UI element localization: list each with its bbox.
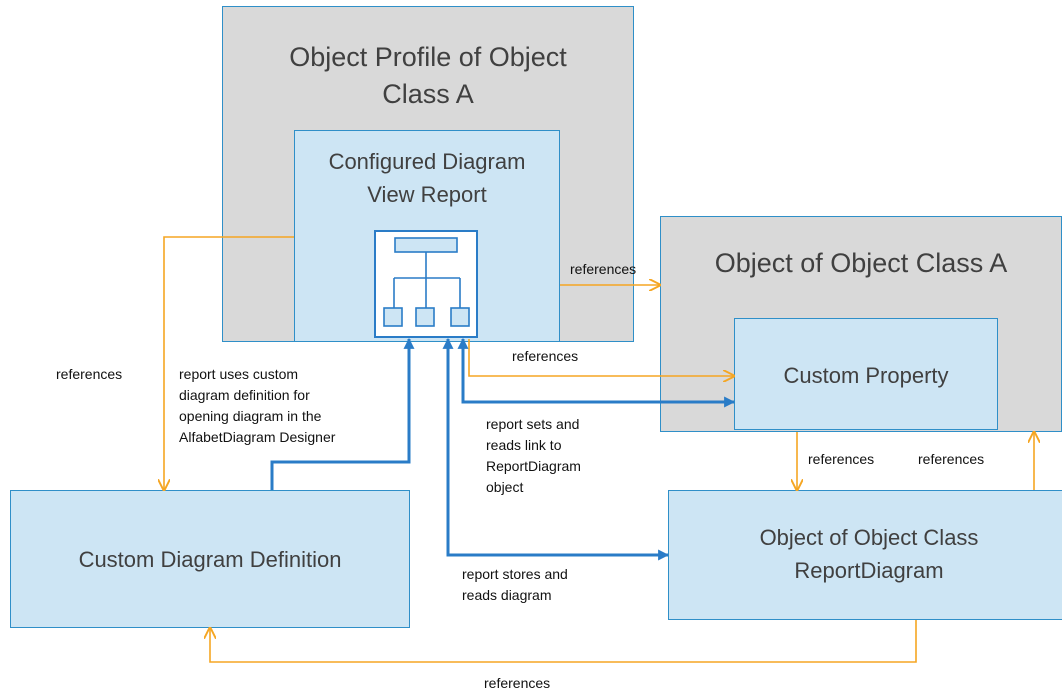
custom-property-title: Custom Property — [783, 363, 949, 388]
org-chart-icon — [374, 230, 478, 338]
connector-definition-to-icon — [270, 337, 415, 490]
connector-icon-to-property — [468, 339, 734, 376]
label-references-up: references — [918, 451, 985, 467]
custom-property-box: Custom Property — [734, 318, 998, 430]
label-sets-link: report sets and reads link to ReportDiag… — [486, 416, 581, 495]
connector-icon-to-property-link — [457, 337, 736, 408]
object-class-a-title: Object of Object Class A — [714, 248, 1008, 278]
object-profile-title: Object Profile of Object Class A — [289, 42, 567, 109]
connector-reportdiagram-to-definition — [210, 620, 917, 663]
label-references-property: references — [512, 348, 579, 364]
label-references-bottom: references — [484, 675, 551, 691]
connector-profile-to-definition — [164, 236, 294, 490]
connector-icon-to-reportdiagram — [442, 337, 670, 561]
custom-diagram-definition-box: Custom Diagram Definition — [10, 490, 410, 628]
label-uses-definition: report uses custom diagram definition fo… — [179, 366, 336, 445]
custom-diagram-definition-title: Custom Diagram Definition — [78, 547, 342, 572]
label-references-down: references — [808, 451, 875, 467]
report-diagram-object-title: Object of Object Class ReportDiagram — [759, 525, 979, 583]
configured-report-title: Configured Diagram View Report — [328, 149, 526, 207]
report-diagram-object-box: Object of Object Class ReportDiagram — [668, 490, 1062, 620]
label-stores-diagram: report stores and reads diagram — [462, 566, 568, 603]
label-references-left: references — [56, 366, 123, 382]
label-references-top: references — [570, 261, 637, 277]
